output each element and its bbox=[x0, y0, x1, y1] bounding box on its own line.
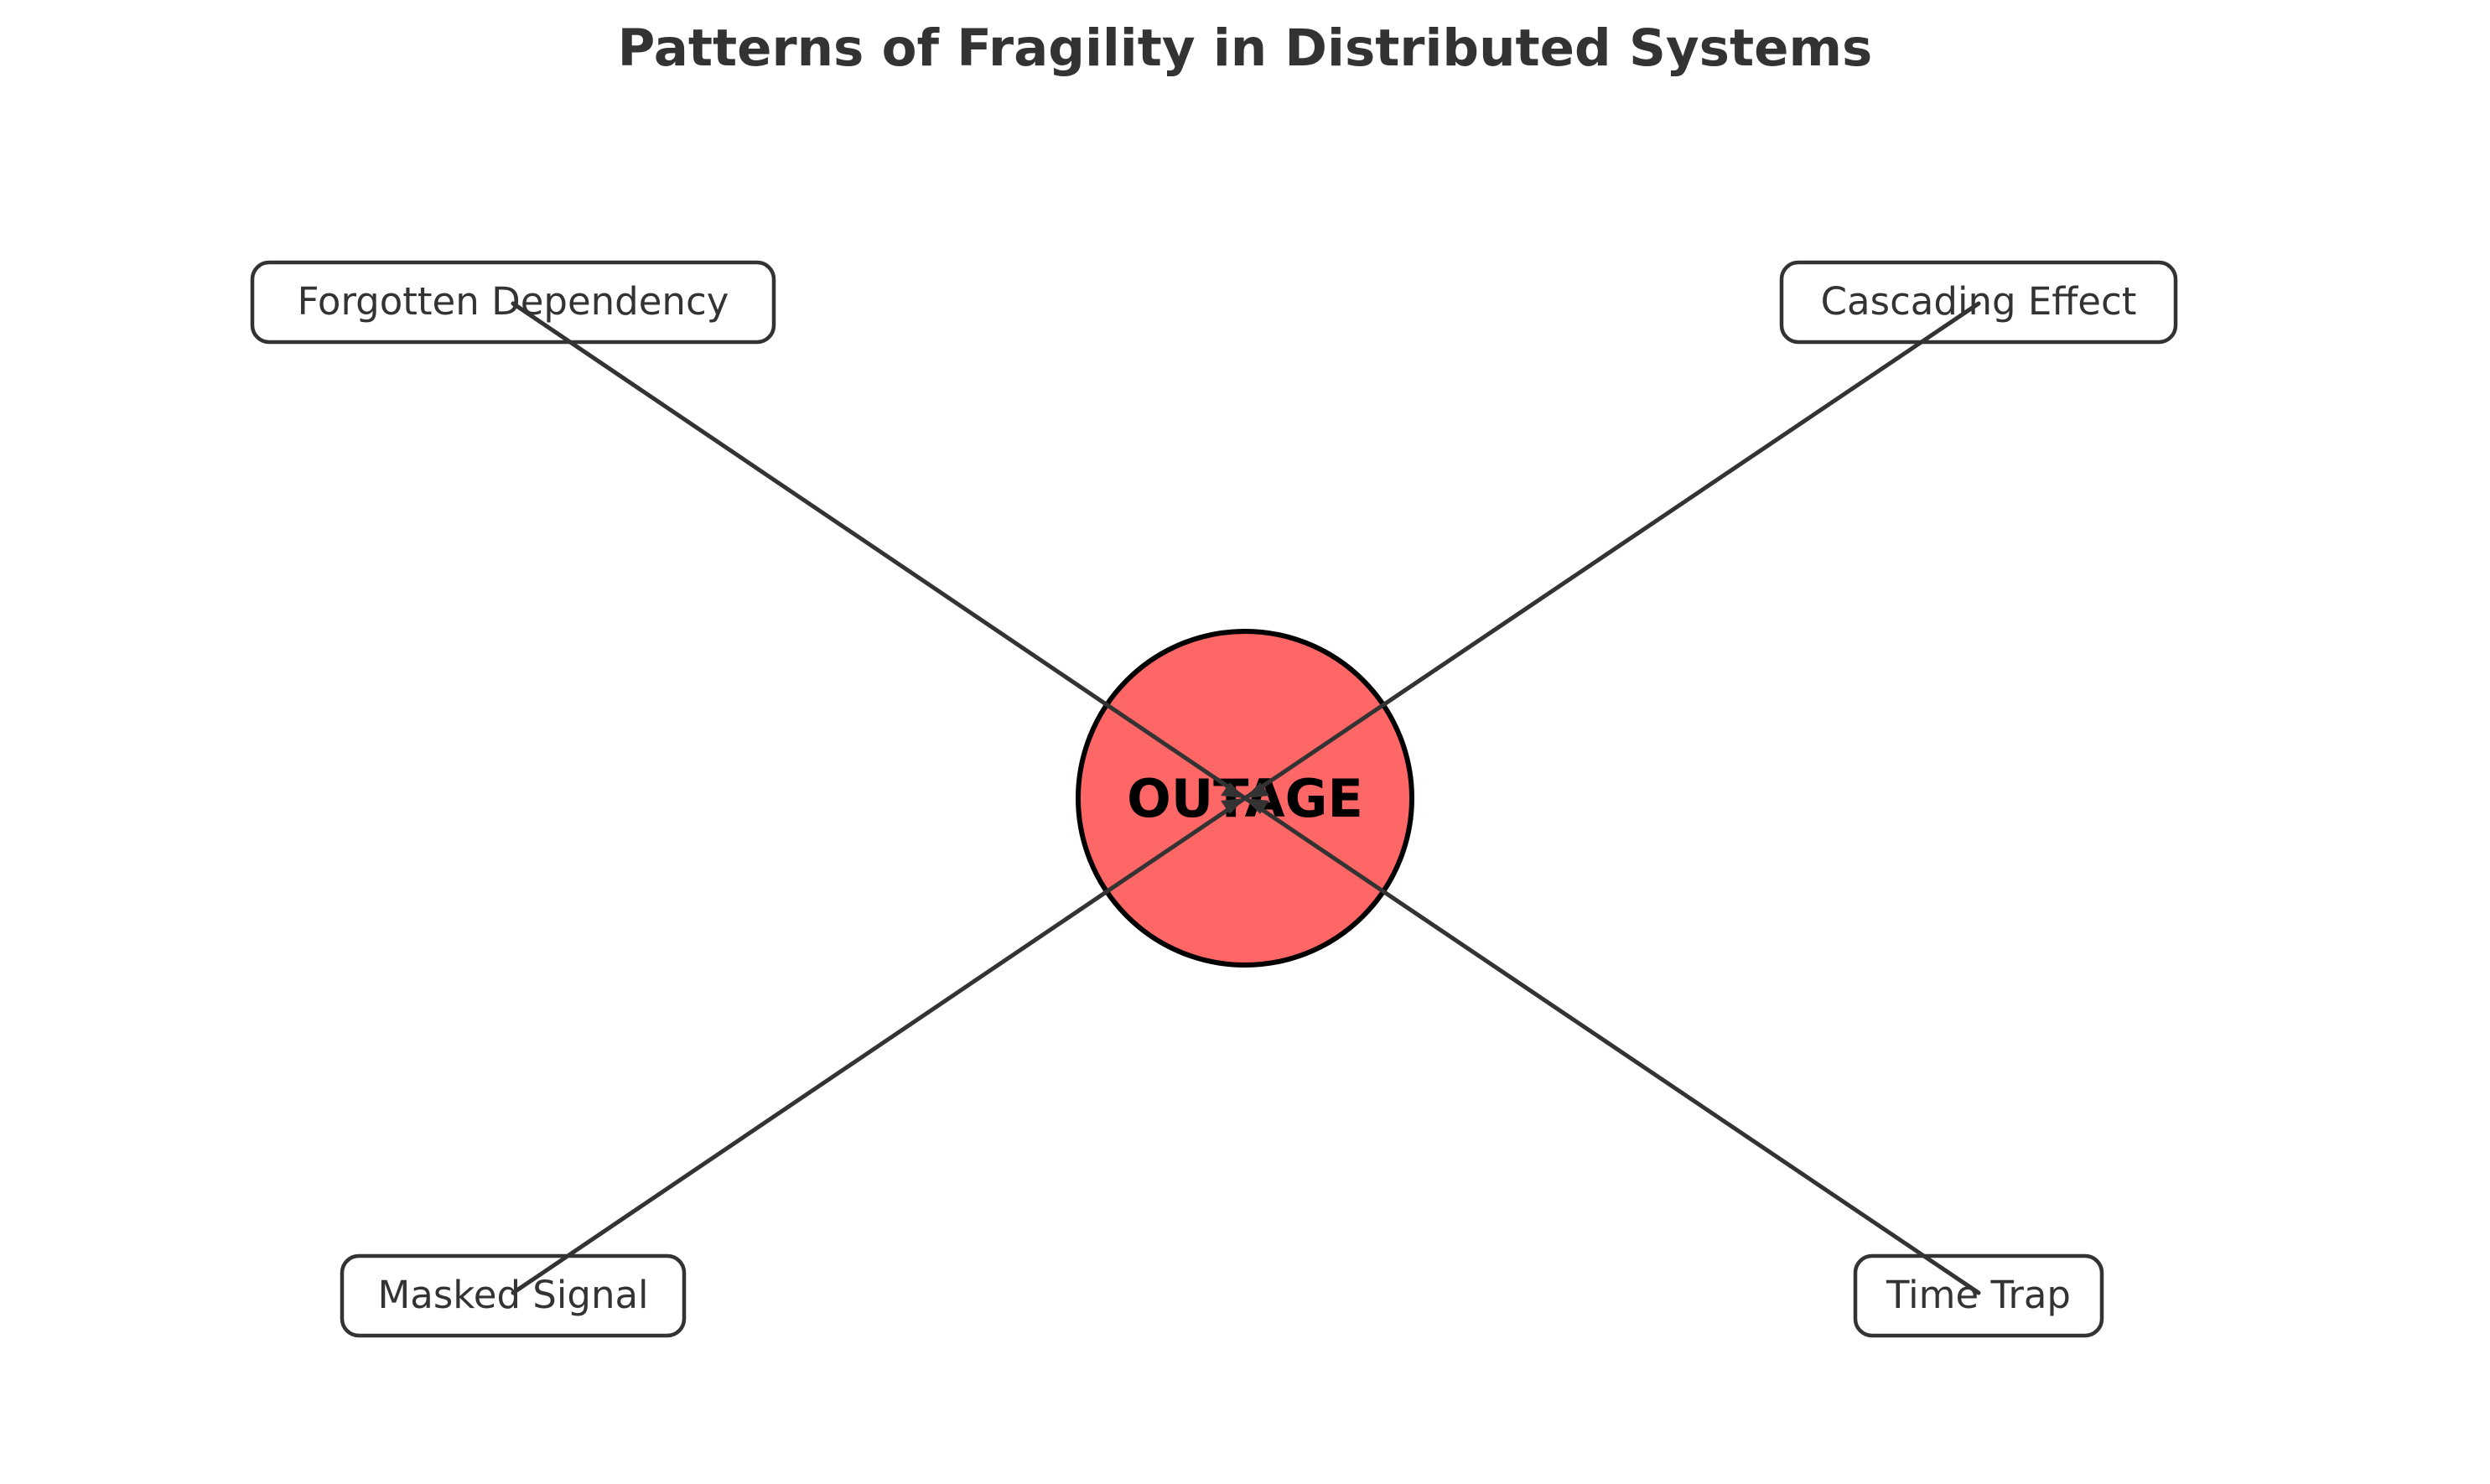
arrow-head bbox=[1221, 798, 1245, 814]
connectors bbox=[511, 301, 1981, 1295]
diagram-title: Patterns of Fragility in Distributed Sys… bbox=[618, 18, 1873, 78]
node-masked-signal: Masked Signal bbox=[340, 1253, 687, 1338]
connector-line bbox=[1242, 796, 1981, 1295]
arrow-head bbox=[1221, 782, 1245, 798]
connector-line bbox=[1242, 301, 1981, 801]
connector-line bbox=[511, 796, 1248, 1295]
arrow-head bbox=[1245, 782, 1269, 798]
connector-line bbox=[511, 301, 1248, 801]
edge-cascading-effect bbox=[1242, 301, 1981, 801]
edge-masked-signal bbox=[511, 796, 1248, 1295]
node-box bbox=[1853, 1253, 2104, 1338]
node-label: Masked Signal bbox=[377, 1273, 648, 1317]
node-time-trap: Time Trap bbox=[1853, 1253, 2104, 1338]
node-label: Forgotten Dependency bbox=[298, 279, 729, 324]
edge-forgotten-dependency bbox=[511, 301, 1248, 801]
edge-time-trap bbox=[1242, 796, 1981, 1295]
node-label: Time Trap bbox=[1886, 1273, 2071, 1317]
node-box bbox=[340, 1253, 687, 1338]
arrow-head bbox=[1245, 798, 1269, 814]
